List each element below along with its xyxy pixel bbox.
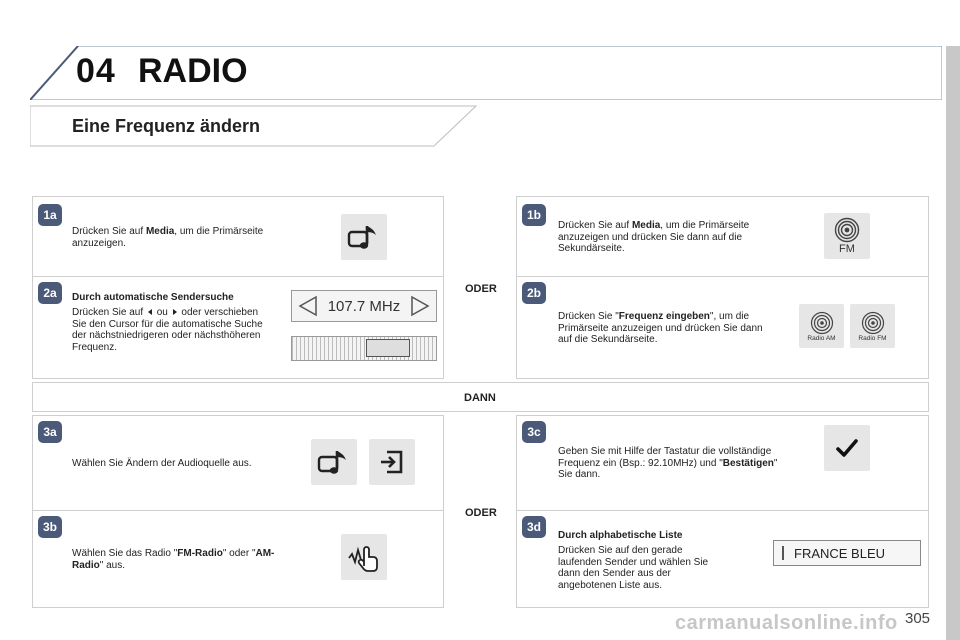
divider-top-right xyxy=(517,276,928,277)
exit-icon xyxy=(381,450,403,474)
step-badge-3c: 3c xyxy=(522,421,546,443)
page-number: 305 xyxy=(905,610,931,627)
step-3c-text-pre: Geben Sie mit Hilfe der Tastatur die vol… xyxy=(558,446,772,469)
media-button[interactable] xyxy=(341,214,387,260)
audio-source-icon xyxy=(317,451,346,474)
exit-button[interactable] xyxy=(369,439,415,485)
step-2a-text-pre: Drücken Sie auf xyxy=(72,307,146,318)
fm-secondary-button[interactable]: FM xyxy=(824,213,870,259)
step-3c-text-post: " Sie dann. xyxy=(558,457,778,481)
dann-label: DANN xyxy=(464,392,496,404)
step-2a-heading: Durch automatische Sendersuche xyxy=(72,292,292,304)
radio-am-label: Radio AM xyxy=(807,334,836,342)
chapter-title: RADIO xyxy=(138,52,248,90)
step-2a-text: Drücken Sie auf ou oder verschieben Sie … xyxy=(72,307,272,353)
step-3b-text-pre: Wählen Sie das Radio " xyxy=(72,548,178,559)
small-left-arrow-icon xyxy=(147,309,152,315)
radio-fm-label: Radio FM xyxy=(858,334,887,342)
frequency-scale[interactable] xyxy=(291,336,437,361)
step-2a-text-mid: ou xyxy=(153,307,171,318)
step-2a-heading-text: Durch automatische Sendersuche xyxy=(72,292,234,303)
oder-label-top: ODER xyxy=(465,283,497,295)
panel-dann xyxy=(32,382,929,412)
radio-am-icon xyxy=(810,311,833,334)
current-station-button[interactable]: FRANCE BLEU xyxy=(773,540,921,566)
section-title-frame xyxy=(30,105,478,147)
right-arrow-icon[interactable] xyxy=(410,295,430,317)
fm-label: FM xyxy=(839,243,855,255)
step-badge-1a: 1a xyxy=(38,204,62,226)
step-1a-text: Drücken Sie auf Media, um die Primärseit… xyxy=(72,226,302,249)
radio-am-button[interactable]: Radio AM xyxy=(799,304,844,348)
confirm-button[interactable] xyxy=(824,425,870,471)
step-2b-text-bold: Frequenz eingeben xyxy=(618,311,710,322)
frequency-cursor[interactable] xyxy=(366,339,410,357)
step-3c-text-bold: Bestätigen xyxy=(722,457,774,469)
section-title: Eine Frequenz ändern xyxy=(72,116,261,136)
step-2b-text: Drücken Sie "Frequenz eingeben", um die … xyxy=(558,311,768,346)
divider-bottom-right xyxy=(517,510,928,511)
step-badge-2a: 2a xyxy=(38,282,62,304)
radio-band-button[interactable] xyxy=(341,534,387,580)
step-3c-text: Geben Sie mit Hilfe der Tastatur die vol… xyxy=(558,446,783,481)
left-arrow-icon[interactable] xyxy=(298,295,318,317)
media-music-icon xyxy=(347,226,376,249)
fm-radio-icon xyxy=(834,217,860,243)
divider-bottom-left xyxy=(33,510,443,511)
step-1b-text-post: , um die Primärseite anzuzeigen und drüc… xyxy=(558,220,750,254)
audio-source-button[interactable] xyxy=(311,439,357,485)
chapter-number: 04 xyxy=(76,52,116,90)
step-1b-text-bold: Media xyxy=(631,220,661,231)
step-1a-text-bold: Media xyxy=(145,226,175,237)
step-3a-text: Wählen Sie Ändern der Audioquelle aus. xyxy=(72,458,252,469)
small-right-arrow-icon xyxy=(172,309,177,315)
frequency-display: 107.7 MHz xyxy=(291,290,437,322)
radio-fm-icon xyxy=(861,311,884,334)
step-3b-text-bold2: AM-Radio xyxy=(72,548,275,571)
step-1a-text-pre: Drücken Sie auf xyxy=(72,226,146,237)
watermark: carmanualsonline.info xyxy=(675,612,898,634)
step-3b-text-bold1: FM-Radio xyxy=(177,548,223,559)
station-bar xyxy=(782,546,784,560)
step-3d-heading-text: Durch alphabetische Liste xyxy=(558,530,683,541)
step-badge-3b: 3b xyxy=(38,516,62,538)
chapter-header-frame xyxy=(30,46,942,100)
step-1a-text-post: , um die Primärseite anzuzeigen. xyxy=(72,226,264,249)
step-badge-1b: 1b xyxy=(522,204,546,226)
step-3d-text: Drücken Sie auf den gerade laufenden Sen… xyxy=(558,545,709,591)
step-2b-text-pre: Drücken Sie " xyxy=(558,311,619,322)
radio-fm-button[interactable]: Radio FM xyxy=(850,304,895,348)
step-2b-text-post: ", um die Primärseite anzuzeigen und drü… xyxy=(558,311,763,345)
frequency-value: 107.7 MHz xyxy=(327,297,401,315)
step-2a-text-post: oder verschieben Sie den Cursor für die … xyxy=(72,307,263,353)
step-badge-3d: 3d xyxy=(522,516,546,538)
divider-top-left xyxy=(33,276,443,277)
step-1b-text: Drücken Sie auf Media, um die Primärseit… xyxy=(558,220,778,255)
step-badge-2b: 2b xyxy=(522,282,546,304)
hand-tap-icon xyxy=(348,546,378,572)
step-3b-text-post: " aus. xyxy=(99,559,126,571)
step-3b-text: Wählen Sie das Radio "FM-Radio" oder "AM… xyxy=(72,548,282,571)
step-1b-text-pre: Drücken Sie auf xyxy=(558,220,632,231)
station-name: FRANCE BLEU xyxy=(794,545,886,561)
oder-label-bottom: ODER xyxy=(465,507,497,519)
checkmark-icon xyxy=(836,439,858,457)
step-3d-heading: Durch alphabetische Liste xyxy=(558,530,758,542)
page-edge-strip xyxy=(946,46,960,640)
step-3b-text-mid: " oder " xyxy=(222,548,256,559)
step-badge-3a: 3a xyxy=(38,421,62,443)
